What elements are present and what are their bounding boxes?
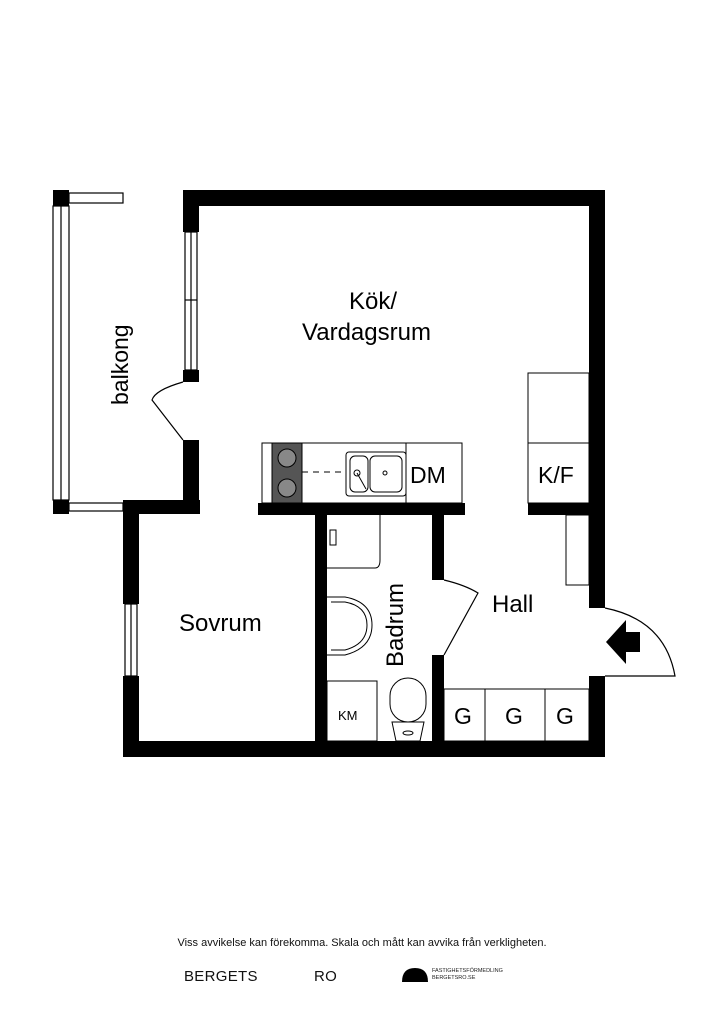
brand-left: BERGETS — [184, 968, 258, 985]
agency-logo-icon — [402, 968, 428, 982]
room-label-bathroom: Badrum — [382, 583, 409, 667]
kitchen-counter — [261, 372, 590, 586]
agency-text: FASTIGHETSFÖRMEDLING BERGETSRO.SE — [432, 968, 503, 981]
entrance-arrow-icon — [606, 620, 640, 664]
bathroom-fixtures — [326, 515, 590, 742]
windows — [52, 192, 198, 677]
fridge-freezer-label: K/F — [538, 462, 574, 488]
disclaimer-text: Viss avvikelse kan förekomma. Skala och … — [177, 937, 547, 949]
walls — [53, 190, 605, 757]
dishwasher-label: DM — [410, 462, 446, 488]
wardrobe-label: G — [505, 703, 523, 729]
agency-line1: FASTIGHETSFÖRMEDLING — [432, 968, 503, 974]
wardrobe-label: G — [556, 703, 574, 729]
room-label-balcony: balkong — [107, 324, 133, 405]
room-label-living: Vardagsrum — [302, 319, 431, 346]
room-label-bedroom: Sovrum — [179, 610, 262, 637]
room-label-hall: Hall — [492, 591, 533, 618]
washing-machine-label: KM — [338, 708, 358, 723]
doors — [151, 381, 676, 677]
brand-right: RO — [314, 968, 338, 985]
room-label-kitchen: Kök/ — [349, 288, 397, 315]
wardrobe-label: G — [454, 703, 472, 729]
agency-line2: BERGETSRO.SE — [432, 974, 476, 981]
